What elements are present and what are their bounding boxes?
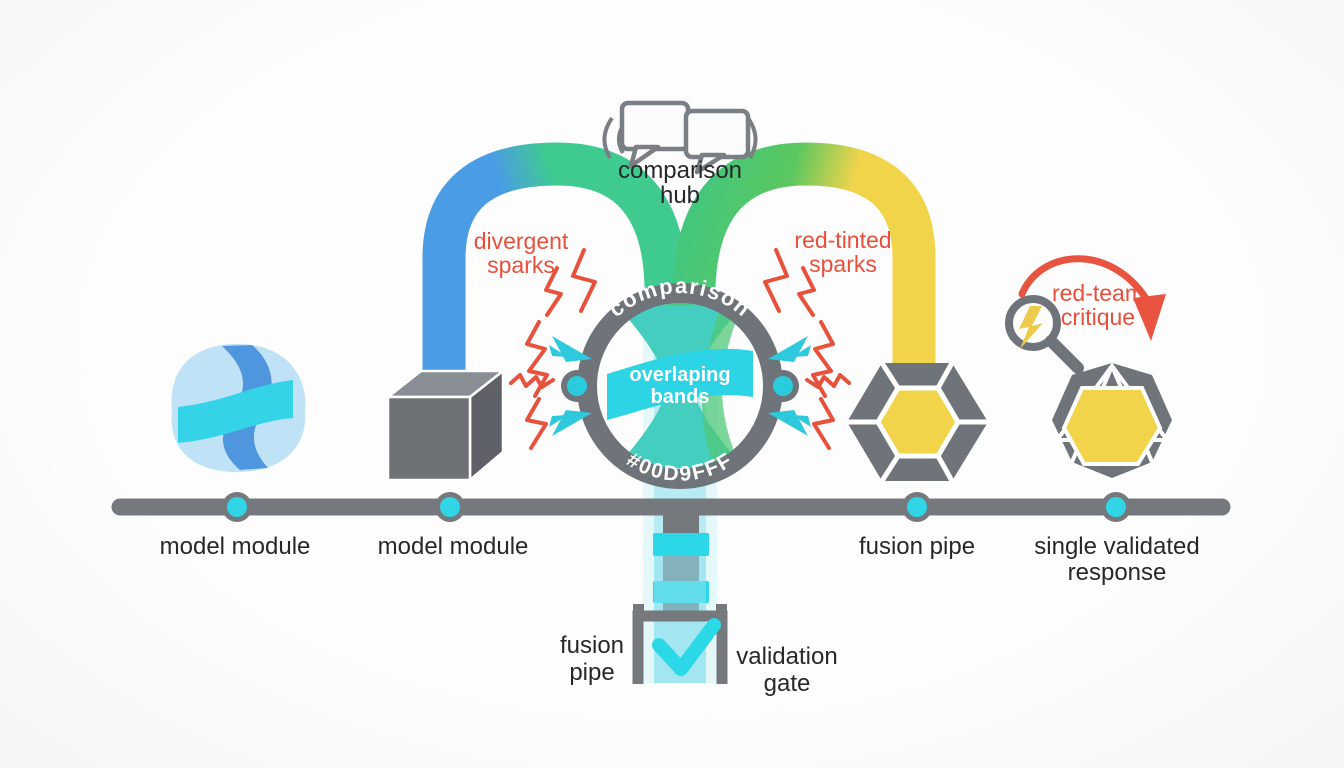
left-model-pipe-arc	[422, 142, 688, 394]
bottom-fusion-pipe-label: fusion pipe	[559, 632, 625, 686]
right-fusion-pipe-arc	[672, 142, 936, 392]
validated-response-gem-icon	[1052, 362, 1172, 478]
checkmark-icon	[652, 618, 721, 676]
validation-gate-label: validation gate	[736, 643, 838, 697]
ring-interior	[604, 302, 756, 470]
red-tinted-sparks-icon	[763, 248, 851, 450]
ring-side-nodes	[561, 370, 799, 402]
pipe-nodes	[222, 492, 1131, 522]
overlapping-bands-ribbon	[607, 348, 753, 420]
divergent-sparks-label: divergent sparks	[473, 228, 569, 278]
node-label-fusion-pipe: fusion pipe	[858, 533, 976, 560]
red-tinted-sparks-label: red-tinted sparks	[794, 227, 892, 277]
converge-arrows-icon	[549, 336, 811, 436]
model-module-cube-icon	[386, 369, 505, 482]
node-label-model-module-1: model module	[159, 533, 311, 560]
chat-bubbles-icon	[602, 100, 758, 175]
divergent-sparks-icon	[509, 248, 597, 450]
red-team-magnifier-icon	[1005, 295, 1084, 374]
model-module-blob-icon	[171, 344, 306, 472]
validation-gate-icon	[632, 604, 728, 684]
comparison-hub-label: comparison hub	[617, 157, 743, 209]
red-team-critique-label: red-team critique	[1051, 280, 1145, 330]
red-team-arrow-icon	[1018, 255, 1166, 341]
ribbon-label: overlaping bands	[629, 364, 731, 408]
fusion-hexagon-icon	[847, 361, 988, 483]
node-label-single-validated-response: single validated response	[1034, 533, 1200, 586]
node-label-model-module-2: model module	[377, 533, 529, 560]
